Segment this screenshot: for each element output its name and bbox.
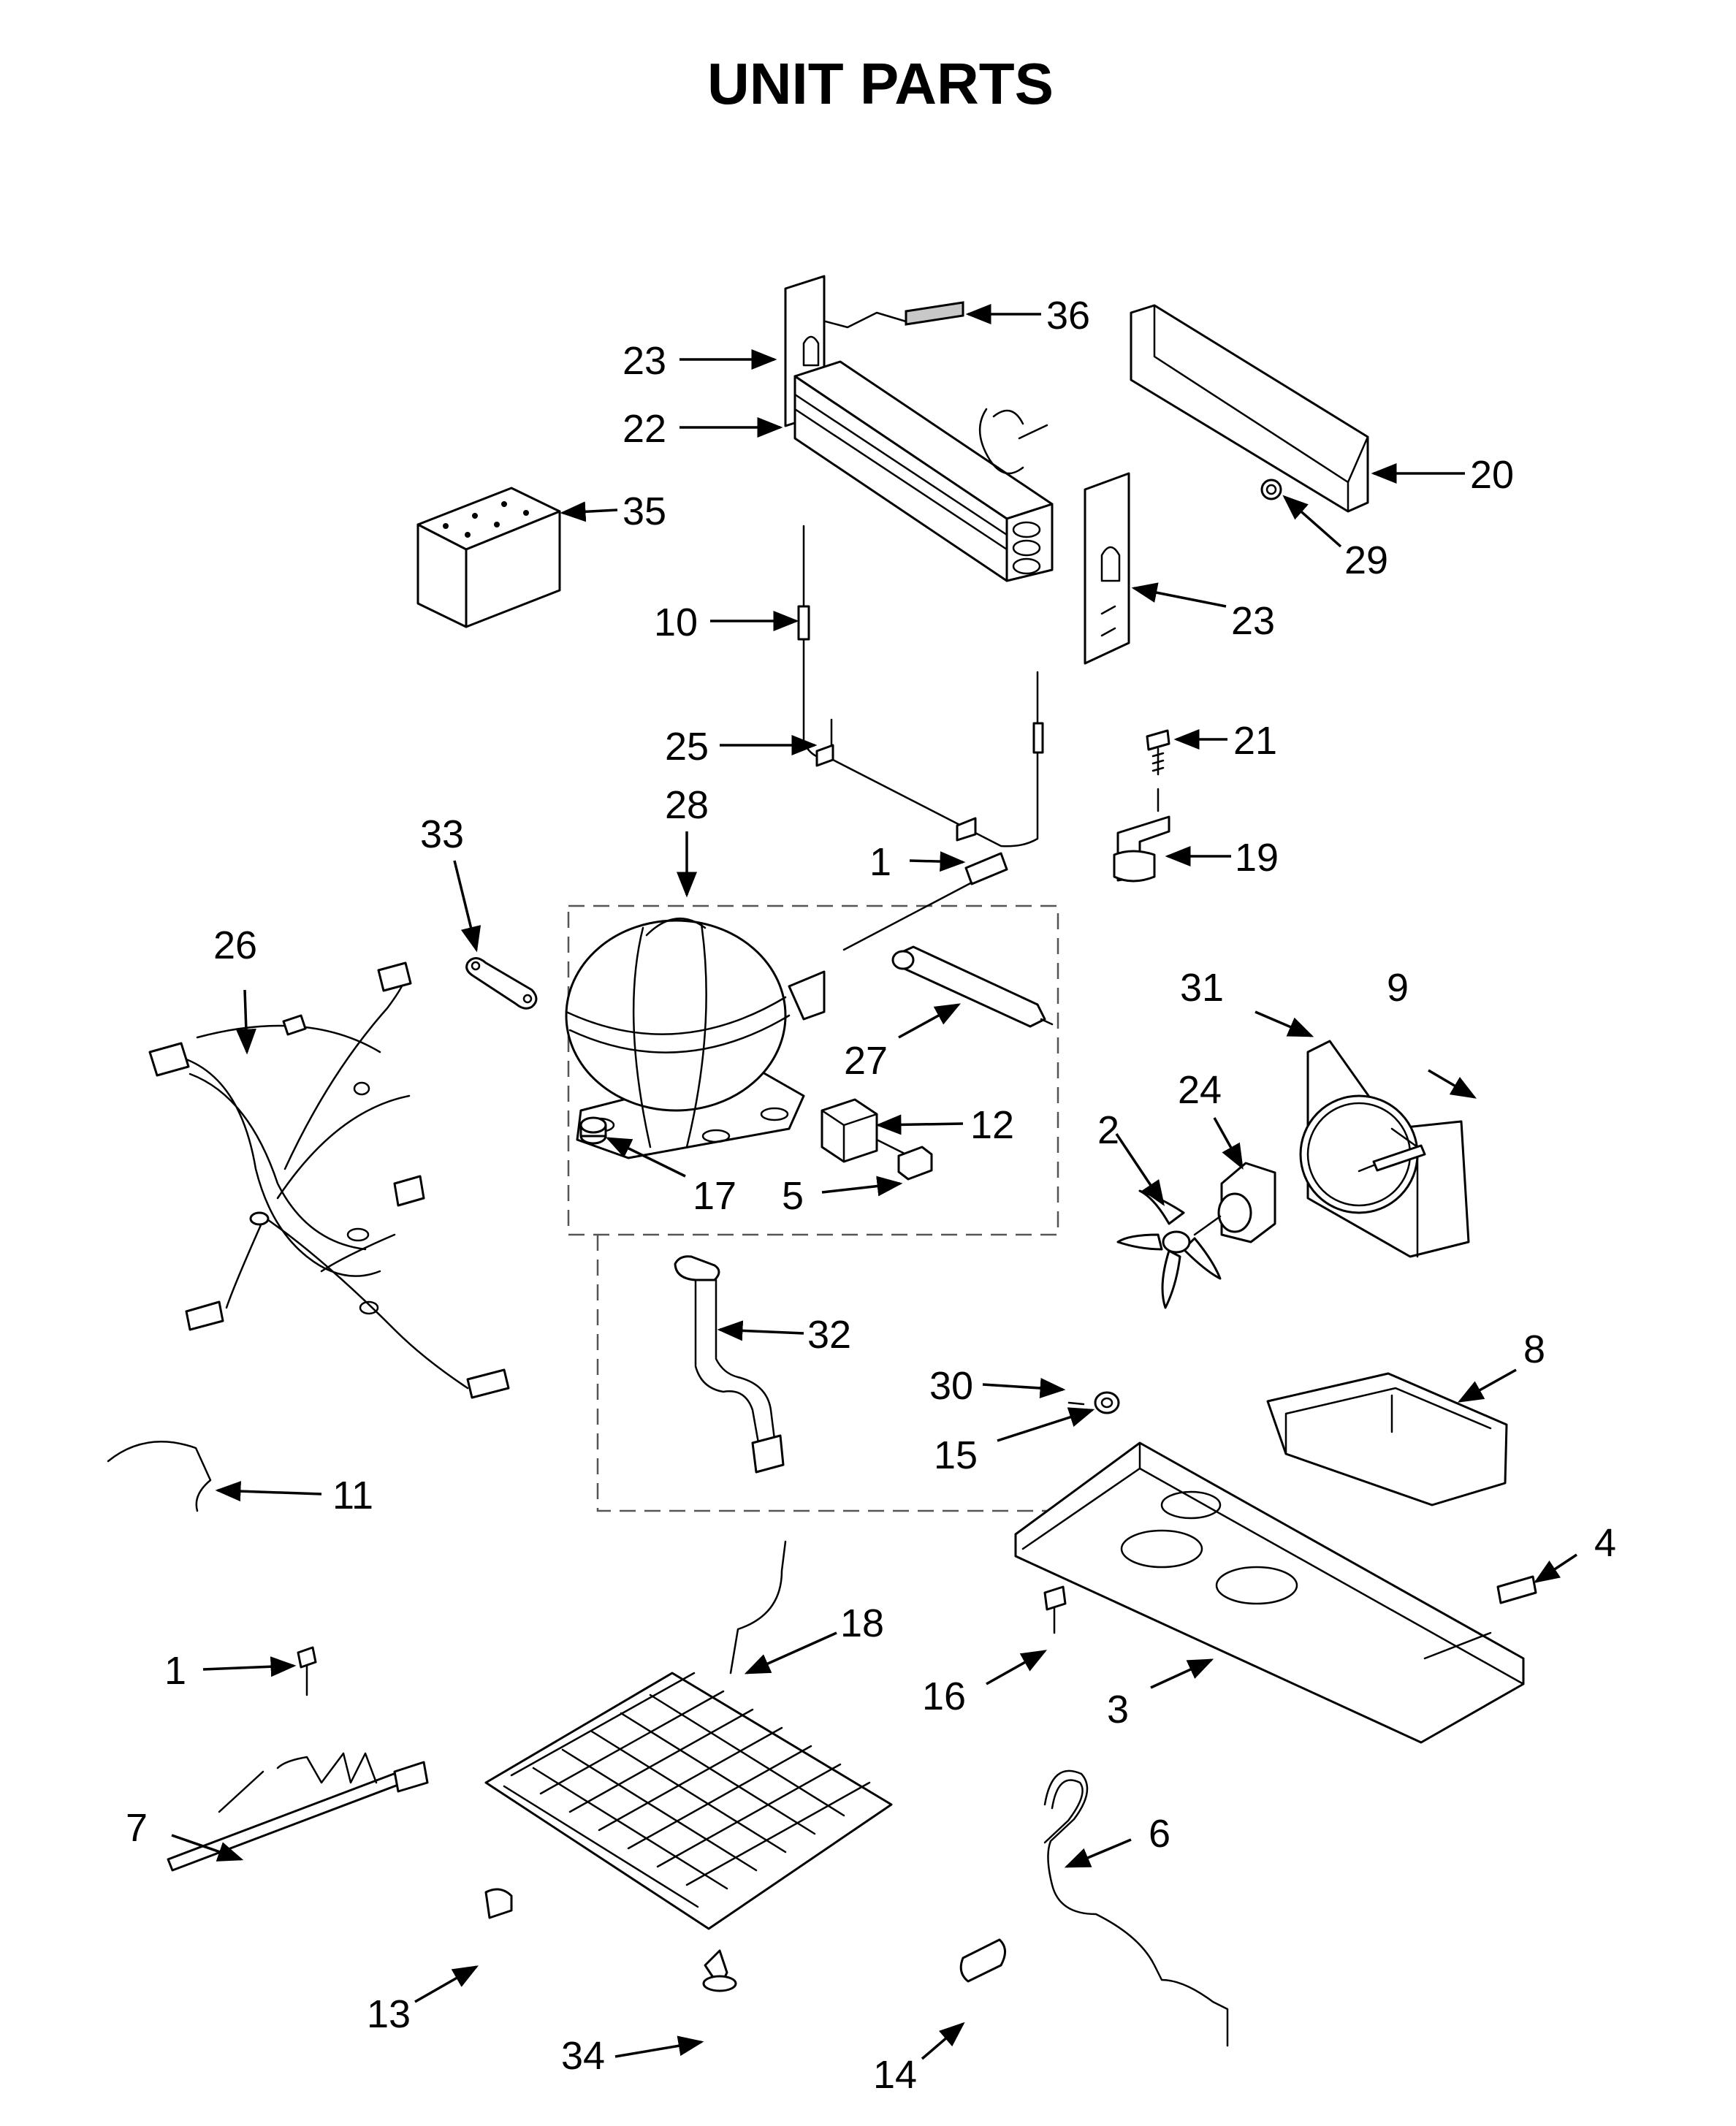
part-1-fitting-upper[interactable]: [842, 852, 1008, 951]
callout-6[interactable]: 6: [1149, 1812, 1170, 1856]
part-3-machine-compartment-base[interactable]: [1014, 1441, 1525, 1744]
part-24-fan-motor[interactable]: [1193, 1162, 1276, 1243]
callout-3[interactable]: 3: [1107, 1688, 1129, 1731]
callout-25[interactable]: 25: [665, 725, 709, 769]
callout-30[interactable]: 30: [929, 1364, 973, 1408]
part-5-overload-cap[interactable]: [897, 1146, 933, 1181]
callout-22[interactable]: 22: [623, 407, 666, 451]
part-26-wire-harness[interactable]: [148, 961, 510, 1399]
callout-27[interactable]: 27: [844, 1039, 888, 1083]
callout-35[interactable]: 35: [623, 489, 666, 533]
part-25-defrost-heater[interactable]: [802, 671, 1044, 847]
part-20-evaporator-cover[interactable]: [1130, 304, 1369, 513]
callout-17[interactable]: 17: [693, 1174, 736, 1218]
callout-19[interactable]: 19: [1235, 836, 1279, 880]
callout-14[interactable]: 14: [873, 2053, 917, 2097]
part-30-pin[interactable]: [1067, 1401, 1085, 1406]
part-36-wire-tag[interactable]: [824, 301, 964, 329]
part-29-clip[interactable]: [1260, 479, 1282, 500]
part-8-fan-bracket[interactable]: [1266, 1372, 1508, 1506]
callout-13[interactable]: 13: [367, 1992, 411, 2036]
part-10-defrost-sensor[interactable]: [797, 525, 810, 743]
part-1-screw-lower[interactable]: [297, 1646, 317, 1696]
callout-7[interactable]: 7: [126, 1806, 148, 1850]
leader-arrows: [171, 304, 1577, 2060]
callout-4[interactable]: 4: [1594, 1521, 1616, 1565]
callout-23-right[interactable]: 23: [1231, 599, 1275, 643]
part-33-strap[interactable]: [465, 957, 538, 1010]
callout-5[interactable]: 5: [782, 1174, 804, 1218]
part-18-condenser[interactable]: [484, 1540, 893, 1930]
part-6-tube[interactable]: [1043, 1769, 1229, 2047]
callout-18[interactable]: 18: [840, 1601, 884, 1645]
compressor-assembly-outline: [567, 904, 1111, 1512]
callout-33[interactable]: 33: [420, 812, 464, 856]
callout-34[interactable]: 34: [561, 2034, 605, 2078]
part-32-drain-tube[interactable]: [674, 1255, 785, 1474]
part-2-fan-blade[interactable]: [1116, 1189, 1222, 1309]
part-13-clip[interactable]: [484, 1888, 513, 1919]
callout-11[interactable]: 11: [332, 1474, 373, 1517]
part-4-screw[interactable]: [1496, 1575, 1537, 1604]
callout-1-lower[interactable]: 1: [164, 1649, 186, 1693]
part-11-wire[interactable]: [107, 1441, 212, 1512]
part-14-sleeve[interactable]: [959, 1938, 1006, 1983]
callout-28[interactable]: 28: [665, 783, 709, 827]
callout-36[interactable]: 36: [1046, 294, 1090, 338]
part-34-drain-fitting[interactable]: [702, 1949, 737, 1992]
callout-1-upper[interactable]: 1: [869, 840, 891, 884]
part-9-shoulder-screw[interactable]: [1358, 1144, 1426, 1173]
callout-15[interactable]: 15: [934, 1433, 978, 1477]
part-21-screw[interactable]: [1146, 729, 1170, 776]
part-35-panel[interactable]: [416, 487, 561, 628]
callout-10[interactable]: 10: [654, 601, 698, 644]
callout-8[interactable]: 8: [1523, 1327, 1545, 1371]
callout-32[interactable]: 32: [807, 1313, 851, 1357]
callout-26[interactable]: 26: [213, 923, 257, 967]
part-22-evaporator[interactable]: [793, 360, 1054, 582]
part-27-filter-drier[interactable]: [891, 945, 1054, 1028]
callout-labels: 36 23 22 20 35 29 23 10 25 21 28 33 1 19…: [126, 294, 1616, 2097]
part-12-start-relay[interactable]: [821, 1098, 907, 1163]
callout-31[interactable]: 31: [1180, 966, 1224, 1010]
callout-29[interactable]: 29: [1344, 538, 1388, 582]
part-19-bracket[interactable]: [1113, 788, 1170, 883]
part-17-grommet[interactable]: [579, 1116, 607, 1145]
part-15-grommet[interactable]: [1094, 1391, 1120, 1414]
page-title: UNIT PARTS: [707, 51, 1054, 116]
callout-16[interactable]: 16: [922, 1674, 966, 1718]
callout-9[interactable]: 9: [1387, 966, 1409, 1010]
callout-2[interactable]: 2: [1097, 1108, 1119, 1152]
callout-12[interactable]: 12: [970, 1103, 1014, 1147]
callout-21[interactable]: 21: [1233, 719, 1277, 763]
callout-23-left[interactable]: 23: [623, 339, 666, 383]
part-23-right-bracket[interactable]: [1084, 472, 1130, 665]
part-16-screw[interactable]: [1043, 1585, 1067, 1634]
part-7-harness[interactable]: [167, 1752, 429, 1872]
callout-24[interactable]: 24: [1178, 1068, 1222, 1112]
part-31-fan-shroud[interactable]: [1299, 1040, 1470, 1258]
callout-20[interactable]: 20: [1470, 453, 1514, 497]
